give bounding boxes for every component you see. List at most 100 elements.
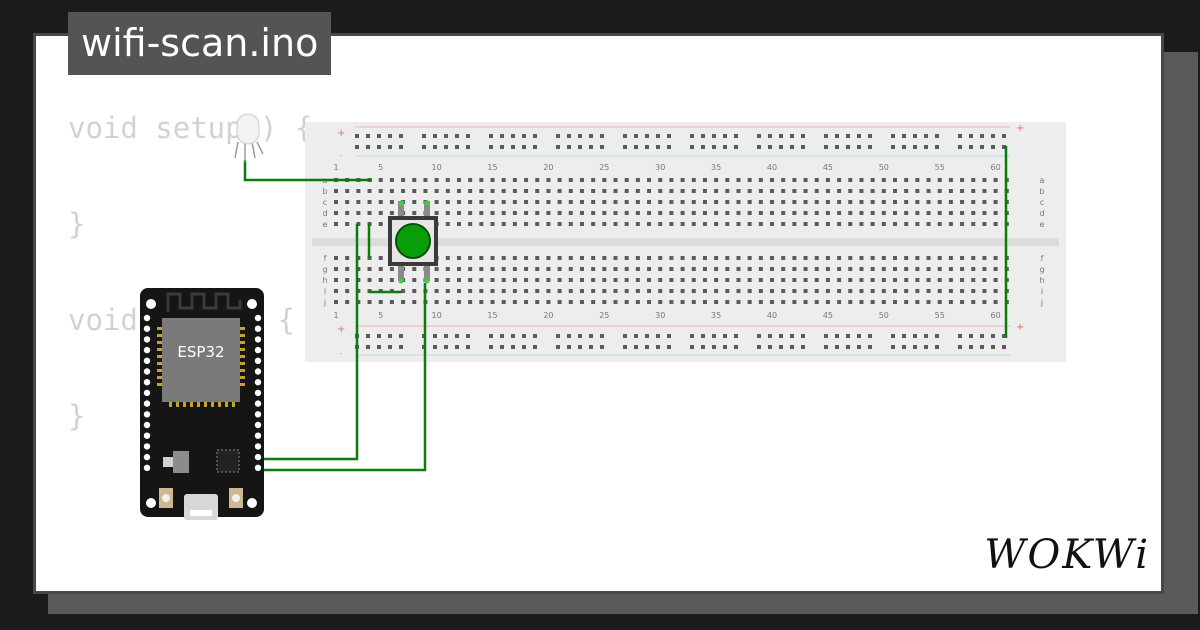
breadboard-hole	[434, 200, 439, 204]
rail-hole	[701, 145, 705, 149]
breadboard-hole	[613, 289, 618, 293]
breadboard-hole	[725, 289, 730, 293]
breadboard-hole	[747, 222, 752, 226]
breadboard-hole	[669, 222, 674, 226]
breadboard-hole	[669, 278, 674, 282]
breadboard-hole	[691, 178, 696, 182]
esp32-pin	[143, 453, 151, 461]
row-letter: g	[322, 265, 327, 274]
esp32-board[interactable]: ESP32	[140, 288, 264, 520]
rail-hole	[835, 345, 839, 349]
breadboard-hole	[613, 267, 618, 271]
breadboard-hole	[747, 256, 752, 260]
wokwi-logo[interactable]: WOKWi	[984, 532, 1150, 578]
rail-hole	[522, 334, 526, 338]
breadboard-hole	[512, 189, 517, 193]
rail-minus-label: -	[339, 151, 342, 161]
esp32-pin	[254, 314, 262, 322]
module-pad	[169, 402, 172, 407]
breadboard-hole	[445, 200, 450, 204]
esp32-label: ESP32	[177, 343, 224, 361]
breadboard-hole	[870, 278, 875, 282]
breadboard-hole	[445, 178, 450, 182]
row-letter: h	[322, 276, 327, 285]
esp32-pin	[143, 443, 151, 450]
breadboard-hole	[792, 211, 797, 215]
breadboard-hole	[825, 178, 830, 182]
rail-hole	[433, 134, 437, 138]
rail-hole	[835, 134, 839, 138]
module-pad	[190, 402, 193, 407]
breadboard-hole	[613, 278, 618, 282]
breadboard-hole	[647, 222, 652, 226]
breadboard-hole	[602, 267, 607, 271]
breadboard-hole	[591, 289, 596, 293]
module-pad	[240, 376, 245, 379]
breadboard-hole	[736, 189, 741, 193]
breadboard-hole	[546, 189, 551, 193]
rail-hole	[600, 134, 604, 138]
rail-hole	[444, 145, 448, 149]
rail-hole	[522, 145, 526, 149]
breadboard-hole	[535, 267, 540, 271]
breadboard-hole	[825, 256, 830, 260]
wire-esp32-to-button[interactable]	[258, 283, 427, 472]
rail-hole	[366, 145, 370, 149]
breadboard-hole	[445, 300, 450, 304]
breadboard-hole	[960, 189, 965, 193]
rail-hole	[857, 134, 861, 138]
breadboard-hole	[445, 189, 450, 193]
breadboard-hole	[702, 289, 707, 293]
breadboard-hole	[456, 222, 461, 226]
breadboard-hole	[691, 300, 696, 304]
row-letter: b	[1039, 187, 1044, 196]
breadboard-hole	[568, 189, 573, 193]
breadboard-hole	[490, 178, 495, 182]
breadboard-hole	[881, 300, 886, 304]
breadboard-hole	[680, 289, 685, 293]
breadboard-hole	[859, 256, 864, 260]
breadboard-hole	[702, 300, 707, 304]
file-title[interactable]: wifi-scan.ino	[68, 12, 332, 75]
breadboard-hole	[982, 200, 987, 204]
breadboard-hole	[490, 256, 495, 260]
breadboard-hole	[647, 289, 652, 293]
wire-led-to-breadboard[interactable]	[243, 160, 372, 182]
breadboard-hole	[792, 222, 797, 226]
breadboard-hole	[658, 267, 663, 271]
breadboard-hole	[658, 256, 663, 260]
esp32-pin	[143, 432, 151, 439]
breadboard-hole	[557, 178, 562, 182]
breadboard-hole	[893, 211, 897, 215]
breadboard-hole	[770, 278, 775, 282]
breadboard-hole	[702, 222, 707, 226]
button-cap[interactable]	[395, 223, 431, 259]
push-button[interactable]	[388, 200, 438, 284]
breadboard-center-channel	[312, 238, 1059, 246]
usb-port-slot	[190, 510, 212, 516]
breadboard-hole	[356, 278, 361, 282]
breadboard-hole	[445, 289, 450, 293]
module-pad	[240, 383, 245, 386]
rail-hole	[779, 145, 783, 149]
breadboard-hole	[915, 289, 920, 293]
wire-esp32-to-row[interactable]	[258, 224, 359, 461]
breadboard-hole	[881, 200, 886, 204]
column-number: 40	[767, 311, 777, 320]
breadboard-hole	[747, 200, 752, 204]
breadboard-hole	[859, 222, 864, 226]
breadboard-hole	[345, 211, 350, 215]
module-pad	[157, 376, 162, 379]
rail-hole	[645, 145, 649, 149]
button-pin	[398, 266, 404, 281]
module-pad	[240, 355, 245, 358]
breadboard-hole	[356, 200, 361, 204]
breadboard-hole	[579, 256, 584, 260]
breadboard-hole	[792, 300, 797, 304]
breadboard-hole	[948, 211, 953, 215]
rgb-led[interactable]	[234, 113, 264, 162]
column-number: 20	[543, 163, 553, 172]
breadboard-hole	[770, 222, 775, 226]
breadboard-hole	[758, 256, 763, 260]
usb-port[interactable]	[184, 494, 218, 520]
